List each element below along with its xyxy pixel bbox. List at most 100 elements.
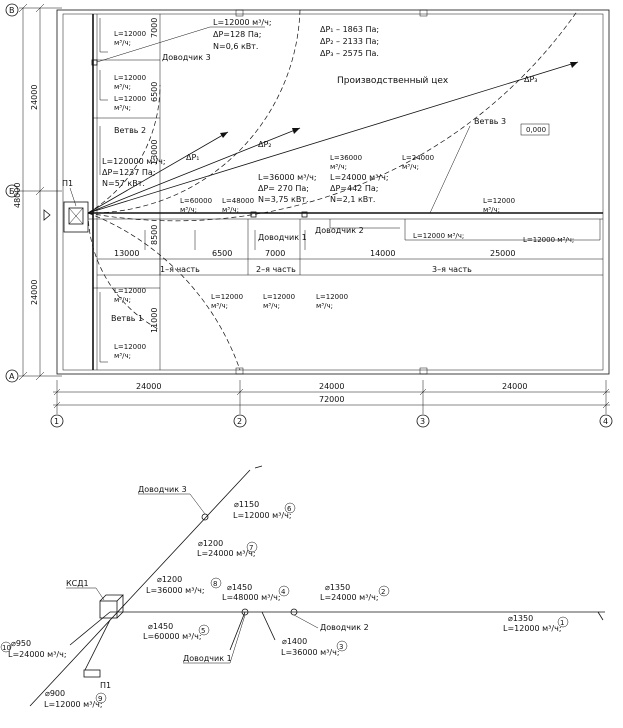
- part-1: 1–я часть: [160, 265, 200, 274]
- dim-h7000: 7000: [150, 18, 159, 38]
- iso-d1: Доводчик 1: [183, 654, 232, 663]
- seg10-l: L=24000 м³/ч;: [8, 650, 67, 659]
- iso-ksd-label: КСД1: [66, 579, 89, 588]
- dim-h11000: 11000: [150, 308, 159, 333]
- seg3-l: L=36000 м³/ч;: [281, 648, 340, 657]
- seg7-n: 7: [249, 544, 253, 552]
- d3-info-2: ΔP=128 Па;: [213, 30, 261, 39]
- seg9-n: 9: [98, 695, 102, 703]
- d1-name: Доводчик 1: [258, 233, 307, 242]
- dim-bottom-2: 24000: [319, 382, 344, 391]
- radius-p3-label: ΔP₃: [524, 75, 538, 84]
- pressure-3: ΔP₃ – 2575 Па.: [320, 49, 379, 58]
- axis-col-3: 3: [420, 417, 425, 426]
- dim-s14000: 14000: [370, 249, 395, 258]
- flow-left2-b: м³/ч;: [114, 83, 131, 91]
- dim-s25000: 25000: [490, 249, 515, 258]
- flow-48000-a: L=48000: [222, 197, 254, 205]
- seg10-d: ⌀950: [11, 639, 31, 648]
- d2-name: Доводчик 2: [315, 226, 364, 235]
- flow-low3-b: м³/ч;: [316, 302, 333, 310]
- d1-info-3: N=3,75 кВт.: [258, 195, 309, 204]
- flow-low3-a: L=12000: [316, 293, 348, 301]
- flow-left3-b: м³/ч;: [114, 104, 131, 112]
- seg6-l: L=12000 м³/ч;: [233, 511, 292, 520]
- d1-info-2: ΔP= 270 Па;: [258, 184, 309, 193]
- flow-low2-b: м³/ч;: [263, 302, 280, 310]
- seg8-d: ⌀1200: [157, 575, 182, 584]
- main-info-2: ΔP=1237 Па;: [102, 168, 156, 177]
- flow-36000-b: м³/ч;: [330, 163, 347, 171]
- dim-bottom-total: 72000: [319, 395, 344, 404]
- radius-p2-label: ΔP₂: [258, 140, 272, 149]
- dim-left-total: 48000: [13, 183, 22, 208]
- flow-left3-a: L=12000: [114, 95, 146, 103]
- flow-left4-b: м³/ч;: [114, 296, 131, 304]
- dim-left-bottom: 24000: [30, 280, 39, 305]
- flow-left5-b: м³/ч;: [114, 352, 131, 360]
- d1-info-1: L=36000 м³/ч;: [258, 173, 317, 182]
- flow-r12000-a: L=12000: [483, 197, 515, 205]
- main-info-1: L=120000 м³/ч;: [102, 157, 166, 166]
- dim-h13000: 13000: [150, 140, 159, 165]
- flow-low1-a: L=12000: [211, 293, 243, 301]
- dim-h8500: 8500: [150, 225, 159, 245]
- dim-s7000: 7000: [265, 249, 285, 258]
- seg1-n: 1: [560, 619, 564, 627]
- left-dimensions: 24000 24000 48000: [13, 3, 62, 381]
- flow-low1-b: м³/ч;: [211, 302, 228, 310]
- branch-3: Ветвь 3: [474, 117, 506, 126]
- seg6-n: 6: [287, 505, 292, 513]
- plan-annotations: Производственный цех ΔP₁ – 1863 Па; ΔP₂ …: [96, 18, 574, 360]
- seg5-n: 5: [201, 627, 205, 635]
- dim-left-top: 24000: [30, 85, 39, 110]
- d2-info-3: N=2,1 кВт.: [330, 195, 375, 204]
- iso-d3: Доводчик 3: [138, 485, 187, 494]
- seg8-n: 8: [213, 580, 217, 588]
- seg10-n: 10: [2, 644, 11, 652]
- dim-h6500: 6500: [150, 82, 159, 102]
- flow-48000-b: м³/ч;: [222, 206, 239, 214]
- seg4-d: ⌀1450: [227, 583, 252, 592]
- d2-info-2: ΔP=442 Па;: [330, 184, 378, 193]
- flow-left1-b: м³/ч;: [114, 39, 131, 47]
- value-box: 0,000: [526, 126, 546, 134]
- dim-s6500: 6500: [212, 249, 232, 258]
- iso-p1-label: П1: [100, 681, 111, 690]
- seg7-d: ⌀1200: [198, 539, 223, 548]
- bottom-dimensions: 24000 24000 24000 72000 1 2 3 4: [50, 380, 613, 428]
- pressure-2: ΔP₂ – 2133 Па;: [320, 37, 379, 46]
- dim-s13000: 13000: [114, 249, 139, 258]
- seg3-n: 3: [339, 643, 343, 651]
- seg2-l: L=24000 м³/ч;: [320, 593, 379, 602]
- axis-col-4: 4: [603, 417, 608, 426]
- room-title: Производственный цех: [337, 76, 449, 86]
- iso-d2: Доводчик 2: [320, 623, 369, 632]
- seg4-n: 4: [281, 588, 286, 596]
- dim-bottom-3: 24000: [502, 382, 527, 391]
- seg1-l: L=12000 м³/ч;: [503, 624, 562, 633]
- seg1-d: ⌀1350: [508, 614, 533, 623]
- main-info-3: N=57 кВт.: [102, 179, 145, 188]
- seg3-d: ⌀1400: [282, 637, 307, 646]
- seg5-d: ⌀1450: [148, 622, 173, 631]
- flow-left4-a: L=12000: [114, 287, 146, 295]
- flow-low2-a: L=12000: [263, 293, 295, 301]
- flow-36000-a: L=36000: [330, 154, 362, 162]
- building-outline: [56, 9, 610, 375]
- pressure-1: ΔP₁ – 1863 Па;: [320, 25, 379, 34]
- flow-24000-a: L=24000: [402, 154, 434, 162]
- part-2: 2–я часть: [256, 265, 296, 274]
- seg4-l: L=48000 м³/ч;: [222, 593, 281, 602]
- d3-info-3: N=0,6 кВт.: [213, 42, 258, 51]
- seg9-l: L=12000 м³/ч;: [44, 700, 103, 709]
- d3-name: Доводчик 3: [162, 53, 211, 62]
- flow-left1-a: L=12000: [114, 30, 146, 38]
- axis-row-b: Б: [9, 187, 15, 196]
- isometric-scheme: КСД1 П1 Доводчик 3 Доводчик 2 Доводчик 1: [29, 465, 605, 707]
- part-3: 3–я часть: [432, 265, 472, 274]
- seg6-d: ⌀1150: [234, 500, 259, 509]
- axis-col-1: 1: [54, 417, 59, 426]
- seg8-l: L=36000 м³/ч;: [146, 586, 205, 595]
